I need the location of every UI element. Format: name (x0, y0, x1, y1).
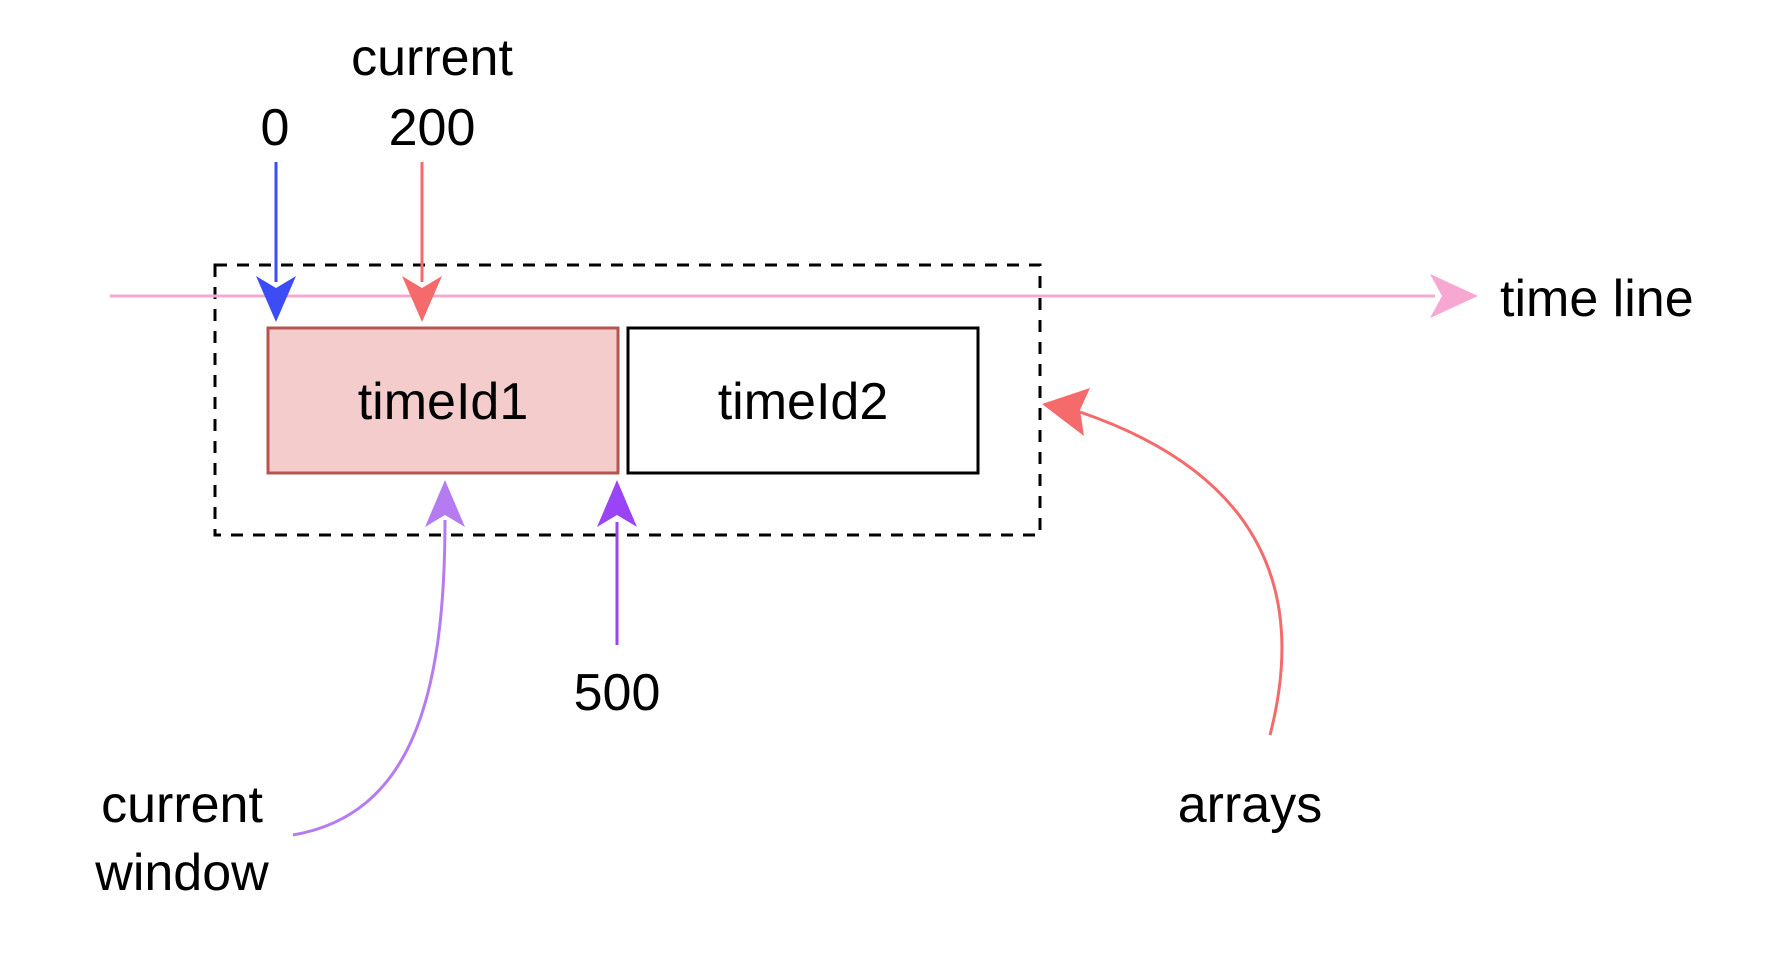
timeline-arrow (110, 274, 1478, 318)
block-label: timeId1 (358, 373, 529, 431)
current-window-label-line2: window (94, 844, 269, 902)
arrays-label: arrays (1178, 776, 1322, 834)
array-block-timeid1: timeId1 (266, 326, 620, 475)
arrays-arrow (1042, 388, 1284, 736)
start-value-label: 0 (261, 99, 290, 157)
current-title-label: current (351, 29, 513, 87)
array-block-timeid2: timeId2 (626, 326, 980, 475)
current-value-label: 200 (389, 99, 476, 157)
current-marker-arrow (402, 162, 442, 322)
end-value-label: 500 (574, 664, 661, 722)
arrays-container (213, 263, 1042, 537)
current-window-arrow (292, 480, 465, 837)
current-window-label-line1: current (101, 776, 263, 834)
block-label: timeId2 (718, 373, 889, 431)
end-marker-arrow (597, 480, 637, 645)
start-marker-arrow (256, 162, 296, 322)
timeline-label: time line (1500, 270, 1694, 328)
